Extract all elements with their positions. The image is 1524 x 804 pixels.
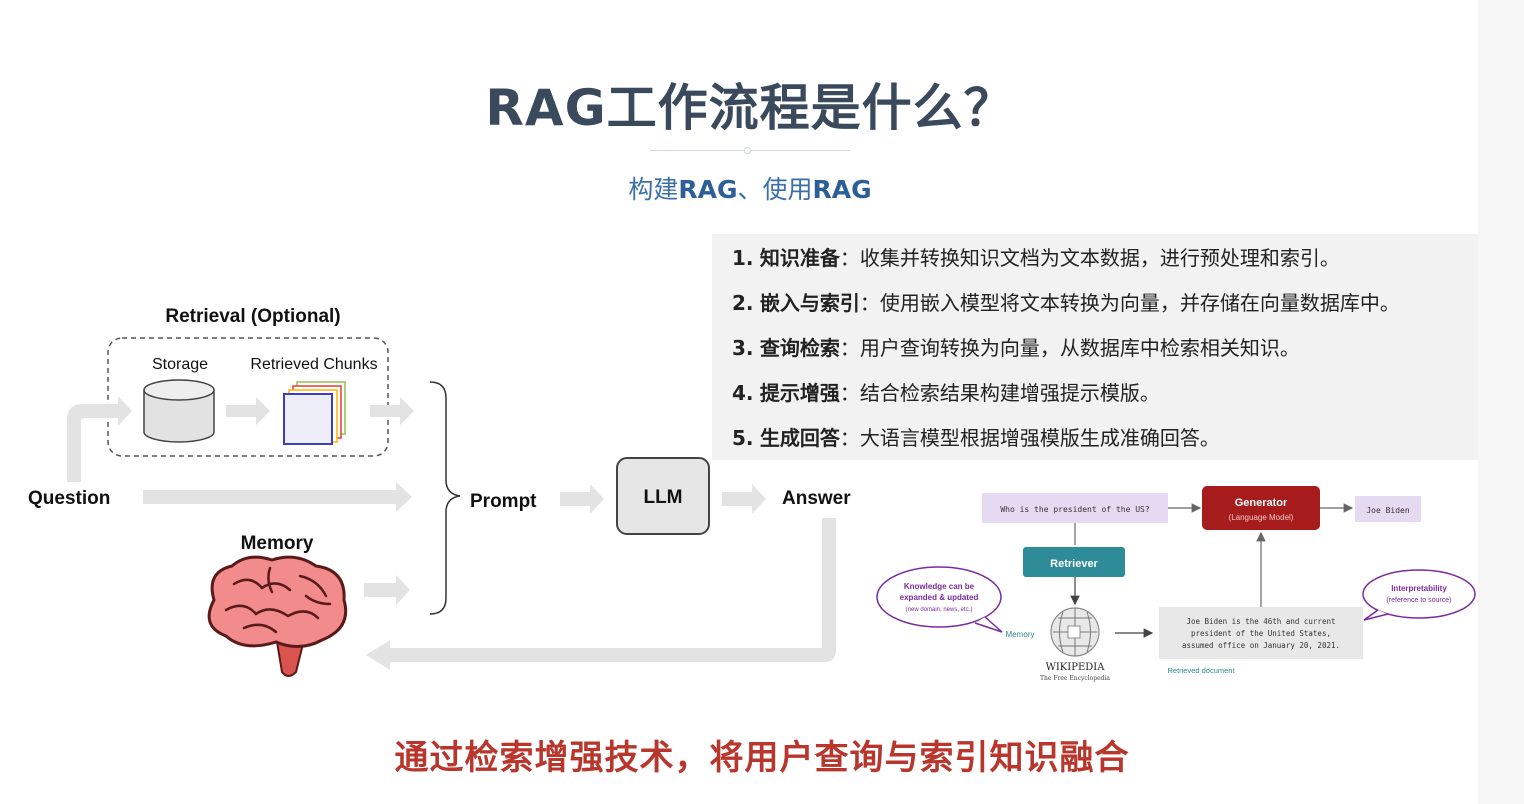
step-number: 4.: [732, 381, 754, 405]
chunks-stack-icon: [283, 381, 346, 445]
interpretability-line2: (reference to source): [1387, 597, 1452, 604]
question-label: Question: [28, 488, 110, 509]
retrieval-box: [107, 337, 389, 457]
step-heading: 生成回答: [759, 426, 840, 450]
steps-panel: 1. 知识准备：收集并转换知识文档为文本数据，进行预处理和索引。 2. 嵌入与索…: [712, 234, 1478, 460]
step-text: ：收集并转换知识文档为文本数据，进行预处理和索引。: [839, 246, 1340, 270]
step-text: ：结合检索结果构建增强提示模版。: [839, 381, 1160, 405]
wikipedia-tagline: The Free Encyclopedia: [1040, 675, 1110, 682]
step-number: 2.: [732, 291, 754, 315]
mini-answer-text: Joe Biden: [1366, 506, 1410, 515]
llm-box: [616, 457, 710, 535]
bottom-caption: 通过检索增强技术，将用户查询与索引知识融合: [394, 738, 1130, 778]
mini-memory-label: Memory: [1006, 630, 1035, 639]
wikipedia-wordmark: WIKIPEDIA: [1046, 662, 1106, 673]
step-item: 1. 知识准备：收集并转换知识文档为文本数据，进行预处理和索引。: [732, 242, 1340, 271]
step-number: 5.: [732, 426, 754, 450]
brain-icon: [207, 555, 348, 677]
chunks-label: Retrieved Chunks: [250, 356, 377, 373]
subtitle-rag-2: RAG: [812, 175, 872, 204]
page-title: RAG工作流程是什么？: [485, 79, 1015, 137]
step-item: 4. 提示增强：结合检索结果构建增强提示模版。: [732, 377, 1160, 406]
llm-label: LLM: [643, 487, 682, 508]
generator-box: [1202, 486, 1320, 530]
wikipedia-globe-icon: [1050, 607, 1100, 657]
storage-to-chunks-arrow: [226, 397, 270, 425]
retrieval-out-arrow: [370, 397, 414, 425]
document-line2: president of the United States,: [1191, 629, 1331, 638]
brace-icon: [429, 381, 461, 615]
llm-to-answer-arrow: [722, 484, 766, 514]
subtitle-rag-1: RAG: [678, 175, 738, 204]
query-text: Who is the president of the US?: [1000, 505, 1149, 514]
knowledge-bubble-line3: (new domain, news, etc.): [906, 607, 973, 613]
step-heading: 提示增强: [759, 381, 840, 405]
step-text: ：大语言模型根据增强模版生成准确回答。: [839, 426, 1220, 450]
retrieval-label: Retrieval (Optional): [165, 306, 340, 327]
step-item: 3. 查询检索：用户查询转换为向量，从数据库中检索相关知识。: [732, 332, 1300, 361]
step-heading: 查询检索: [759, 336, 840, 360]
prompt-to-llm-arrow: [560, 484, 604, 514]
step-text: ：使用嵌入模型将文本转换为向量，并存储在向量数据库中。: [859, 291, 1400, 315]
knowledge-bubble-line2: expanded & updated: [900, 593, 979, 602]
divider-dot: [744, 147, 751, 154]
generator-sublabel: (Language Model): [1229, 513, 1294, 522]
knowledge-bubble-line1: Knowledge can be: [904, 582, 975, 591]
subtitle-part1: 构建: [628, 175, 679, 204]
knowledge-bubble: [876, 566, 1002, 628]
answer-to-memory-arrow: [366, 518, 836, 670]
document-line1: Joe Biden is the 46th and current: [1186, 617, 1335, 626]
interpretability-bubble: [1362, 569, 1476, 619]
retrieved-document-label: Retrieved document: [1167, 666, 1235, 675]
background-strip: [1478, 0, 1524, 804]
subtitle: 构建RAG、使用RAG: [0, 170, 1500, 206]
storage-label: Storage: [152, 356, 208, 373]
knowledge-bubble-tail: [974, 616, 1003, 633]
step-item: 5. 生成回答：大语言模型根据增强模版生成准确回答。: [732, 422, 1220, 451]
prompt-label: Prompt: [470, 491, 537, 512]
memory-label: Memory: [241, 533, 314, 554]
answer-label: Answer: [782, 488, 851, 509]
step-text: ：用户查询转换为向量，从数据库中检索相关知识。: [839, 336, 1300, 360]
subtitle-separator: 、使用: [737, 175, 813, 204]
step-heading: 嵌入与索引: [759, 291, 860, 315]
step-heading: 知识准备: [759, 246, 840, 270]
question-arrow: [143, 482, 412, 512]
step-number: 3.: [732, 336, 754, 360]
storage-cylinder-icon: [143, 379, 215, 443]
query-box: [982, 493, 1168, 523]
step-item: 2. 嵌入与索引：使用嵌入模型将文本转换为向量，并存储在向量数据库中。: [732, 287, 1400, 316]
mini-answer-box: [1355, 496, 1421, 522]
retriever-box: [1023, 547, 1125, 577]
step-number: 1.: [732, 246, 754, 270]
retriever-label: Retriever: [1050, 558, 1098, 570]
memory-arrow: [364, 575, 410, 605]
generator-label: Generator: [1235, 497, 1288, 509]
interpretability-bubble-tail: [1363, 609, 1389, 621]
interpretability-line1: Interpretability: [1391, 584, 1447, 593]
document-box: [1159, 607, 1363, 659]
question-to-retrieval-arrow: [67, 396, 132, 482]
document-line3: assumed office on January 20, 2021.: [1182, 641, 1340, 650]
